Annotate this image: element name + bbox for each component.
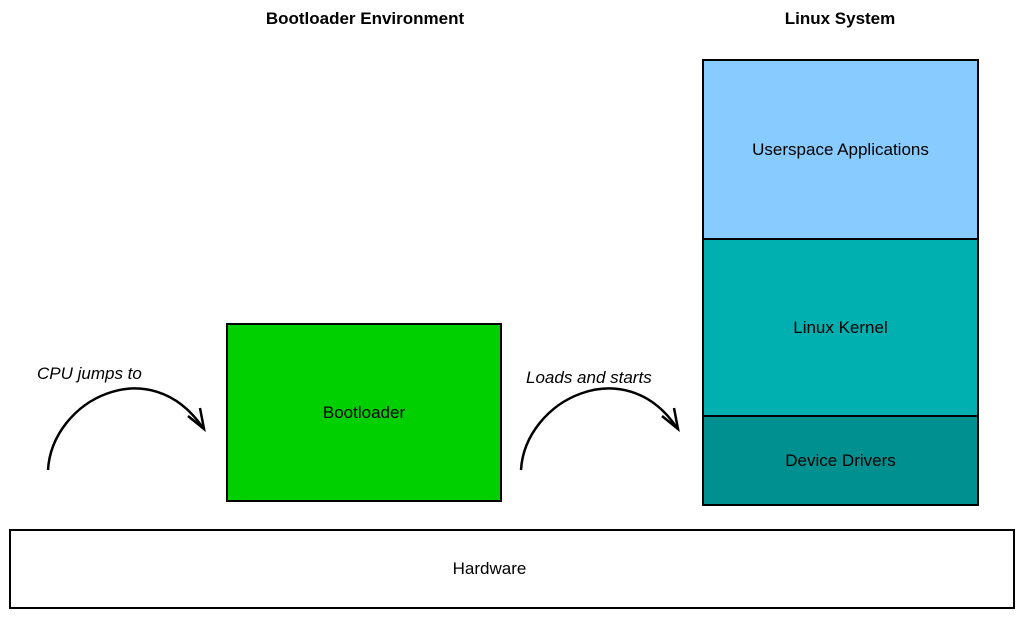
drivers-box: Device Drivers	[702, 415, 979, 506]
drivers-label: Device Drivers	[785, 450, 896, 470]
hardware-label: Hardware	[452, 559, 527, 578]
hardware-box: Hardware	[9, 529, 1015, 609]
linux-system-heading: Linux System	[784, 9, 896, 28]
loads-starts-label: Loads and starts	[526, 368, 652, 387]
cpu-jumps-label: CPU jumps to	[37, 364, 142, 383]
bootloader-box: Bootloader	[226, 323, 502, 502]
userspace-box: Userspace Applications	[702, 59, 979, 240]
kernel-label: Linux Kernel	[793, 317, 888, 337]
userspace-label: Userspace Applications	[752, 139, 929, 159]
bootloader-environment-heading: Bootloader Environment	[265, 9, 465, 28]
cpu-jumps-arrowhead	[187, 407, 206, 433]
loads-starts-arrow	[519, 387, 679, 471]
loads-starts-arrowhead	[661, 407, 680, 433]
cpu-jumps-arrow	[46, 387, 205, 471]
bootloader-label: Bootloader	[322, 402, 406, 422]
kernel-box: Linux Kernel	[702, 238, 979, 417]
